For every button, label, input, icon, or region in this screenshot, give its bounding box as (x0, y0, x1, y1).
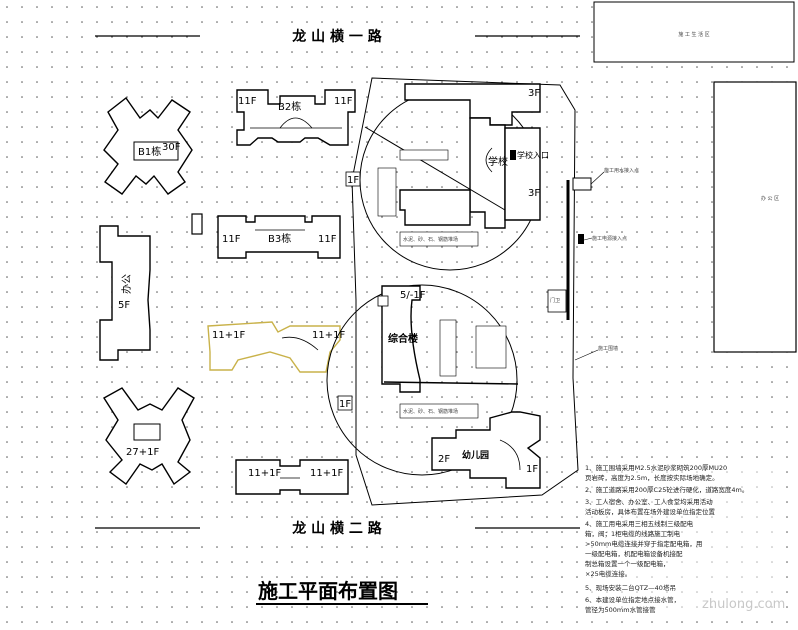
right-box-label: 办 公 区 (761, 195, 779, 202)
school-entrance: 学校入口 (517, 150, 549, 160)
school-floors-bottom: 3F (528, 188, 540, 199)
complex-group: 水泥、砂、石、钢筋堆场 5/-1F 综合楼 1F (326, 284, 519, 476)
yard-label-2: 水泥、砂、石、钢筋堆场 (403, 408, 458, 415)
construction-notes: 1、施工围墙采用M2.5水泥砂浆砌筑200厚MU20 页岩砖，高度为2.5m，长… (582, 458, 778, 616)
complex-floors-side: 1F (339, 399, 351, 410)
b2-floors-right: 11F (334, 96, 353, 107)
note-line: ×25电缆连接。 (585, 569, 631, 578)
drawing-title: 施工平面布置图 (256, 579, 428, 605)
b2-name: B2栋 (278, 100, 301, 113)
kindergarten-floors-right: 1F (526, 464, 538, 475)
b6-floors-left: 11+1F (248, 468, 281, 479)
b3-floors-right: 11F (318, 234, 337, 245)
school-group: 水泥、砂、石、钢筋堆场 3F 3F 学校 学校入口 (359, 83, 549, 271)
marker-1f: 1F (345, 171, 361, 187)
complex-name: 综合楼 (388, 332, 418, 345)
b1-name: B1栋 (138, 145, 161, 158)
note-line: 箱，阀；1柜电缆的线路施工制电 (585, 529, 681, 538)
note-line: 2、施工道路采用200厚C25砼进行硬化，道路宽度4m。 (585, 485, 748, 494)
building-office: 办公 5F (99, 225, 151, 361)
road-bottom: 龙 山 横 二 路 (95, 520, 580, 537)
note-line: 6、本建设单位指定地点接水管， (585, 595, 680, 604)
building-b2: 11F B2栋 11F (236, 89, 356, 146)
building-b1: B1栋 30F (103, 96, 193, 195)
note-line: 制总箱设置一个一级配电箱， (585, 559, 670, 568)
b4-floors-left: 11+1F (212, 330, 245, 341)
building-b3: 11F B3栋 11F (217, 215, 341, 259)
marker-1f-label: 1F (347, 175, 359, 186)
corner-box: 施 工 生 活 区 (593, 1, 795, 63)
power-inlet-label: 施工电源接入点 (592, 235, 627, 242)
yard-label-1: 水泥、砂、石、钢筋堆场 (403, 236, 458, 243)
building-kindergarten: 2F 幼儿园 1F (431, 411, 541, 489)
title-text: 施工平面布置图 (258, 579, 398, 603)
building-b5: 27+1F (103, 387, 195, 486)
gate-label: 门卫 (550, 297, 560, 304)
school-name: 学校 (488, 155, 508, 168)
watermark: zhulong.com (702, 597, 785, 612)
office-floors: 5F (118, 300, 130, 311)
corner-box-label: 施 工 生 活 区 (678, 31, 709, 38)
small-marker-b3 (191, 213, 203, 235)
building-b4: 11+1F 11+1F (207, 321, 345, 373)
b6-floors-right: 11+1F (310, 468, 343, 479)
kindergarten-floors-left: 2F (438, 454, 450, 465)
note-line: 管径为500mm水管接管 (585, 605, 656, 614)
note-line: 一级配电箱，机配电箱设备机接配 (585, 549, 683, 558)
kindergarten-name: 幼儿园 (462, 449, 489, 461)
complex-floors: 5/-1F (400, 290, 426, 301)
b2-floors-left: 11F (238, 96, 257, 107)
b4-floors-right: 11+1F (312, 330, 345, 341)
b3-name: B3栋 (268, 232, 291, 245)
note-line: 活动板房，具体布置在场外建设单位指定位置 (585, 507, 716, 516)
note-line: 3、工人宿舍、办公室、工人食堂均采用活动 (585, 497, 713, 506)
road-bottom-label: 龙 山 横 二 路 (291, 520, 382, 537)
b1-floors: 30F (162, 142, 181, 153)
note-line: 页岩砖，高度为2.5m，长度按实际场地确定。 (585, 473, 719, 482)
site-wall-label: 施工围墙 (598, 345, 618, 352)
note-line: 5、现场安装二台QTZ—40塔吊 (585, 583, 676, 592)
school-floors-top: 3F (528, 88, 540, 99)
road-top-label: 龙 山 横 一 路 (291, 28, 382, 45)
note-line: >50mm电缆连接并穿于指定配电箱，用 (585, 539, 702, 548)
site-services: 施工用水接入点 施工电源接入点 门卫 施工围墙 (547, 167, 639, 361)
note-line: 4、施工用电采用三相五线制三级配电 (585, 519, 694, 528)
b3-floors-left: 11F (222, 234, 241, 245)
b5-floors: 27+1F (126, 447, 159, 458)
right-box: 办 公 区 (713, 81, 797, 353)
road-top: 龙 山 横 一 路 (95, 28, 580, 45)
building-b6: 11+1F 11+1F (235, 459, 349, 495)
site-boundary (351, 77, 579, 506)
note-line: 1、施工围墙采用M2.5水泥砂浆砌筑200厚MU20 (585, 463, 727, 472)
water-inlet-label: 施工用水接入点 (604, 167, 639, 174)
office-name: 办公 (120, 274, 133, 294)
